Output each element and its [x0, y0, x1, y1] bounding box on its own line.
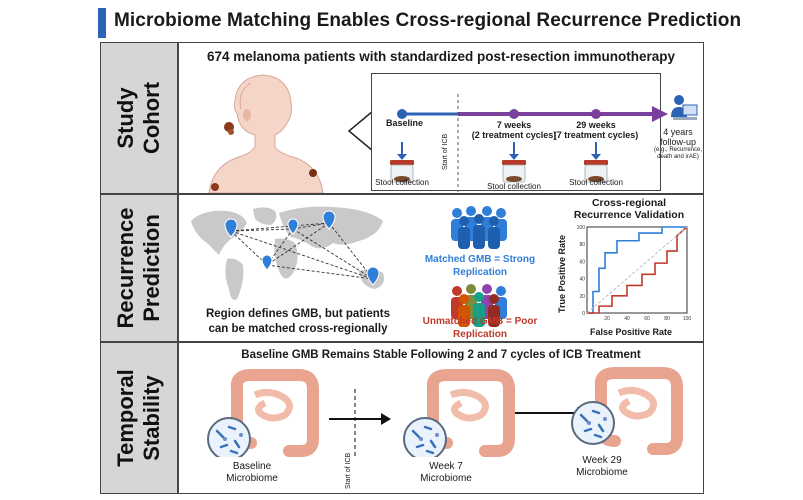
section-label-line: Stability [139, 375, 164, 461]
matched-text-line: Matched GMB = Strong [424, 254, 536, 265]
stool-jar-icon [502, 160, 526, 183]
microbiome-magnifier-icon [403, 417, 447, 457]
roc-ytick-label: 100 [577, 225, 586, 231]
roc-xtick-label: 60 [644, 316, 650, 322]
microbiome-magnifier-icon [207, 417, 251, 457]
gut1-label-line: Baseline [232, 461, 272, 472]
section-label-line: Study [113, 87, 138, 149]
matched-people-icon [451, 206, 507, 249]
intestine-icon [594, 367, 683, 455]
roc-title-line: Recurrence Validation [573, 209, 685, 221]
roc-xtick-label: 20 [604, 316, 610, 322]
map-pin-icon [261, 254, 273, 271]
microbiome-magnifier-icon [571, 401, 615, 445]
stool-jar-icon [390, 160, 414, 183]
roc-chart: 100 80 60 40 20 0 20 40 60 80 100 [577, 225, 692, 322]
section-label-line: Temporal [113, 369, 138, 467]
section-label-line: Cohort [139, 81, 164, 155]
timeline-graphic [390, 94, 668, 192]
section-label-temporal-stability: Temporal Stability [100, 342, 178, 494]
unmatched-text-line: Unmatched GMB = Poor [422, 316, 538, 327]
section-label-line: Prediction [139, 214, 164, 322]
roc-ytick-label: 60 [579, 259, 585, 265]
stool-collection-label: Stool collection [569, 178, 623, 187]
cohort-heading: 674 melanoma patients with standardized … [206, 49, 676, 64]
panel-study-cohort: 674 melanoma patients with standardized … [178, 42, 704, 194]
gut2-label: Week 7 Microbiome [401, 461, 491, 485]
map-caption-line: Region defines GMB, but patients [205, 308, 390, 320]
roc-series-line [586, 226, 688, 314]
gut3-label-line: Week 29 [582, 455, 622, 466]
stool-jar-icon [584, 160, 608, 183]
roc-xtick-label: 80 [664, 316, 670, 322]
patient-illustration [208, 74, 324, 193]
unmatched-people-icon [451, 284, 507, 327]
roc-title-line: Cross-regional [591, 197, 667, 209]
unmatched-text: Unmatched GMB = Poor Replication [413, 315, 547, 341]
world-map-icon [191, 206, 384, 300]
stool-collection-label: Stool collection [487, 182, 541, 191]
matched-text-line: Replication [453, 267, 507, 278]
unmatched-text-line: Replication [453, 329, 507, 340]
gut2-label-line: Microbiome [420, 473, 472, 484]
timeline-week7: 7 weeks (2 treatment cycles) [468, 120, 560, 140]
followup-line: 4 years [663, 127, 693, 137]
map-caption: Region defines GMB, but patients can be … [183, 307, 413, 337]
map-pin-icon [322, 210, 336, 230]
gut2-label-line: Week 7 [429, 461, 463, 472]
section-label-study-cohort: Study Cohort [100, 42, 178, 194]
roc-title: Cross-regional Recurrence Validation [563, 197, 695, 221]
map-pin-icon [287, 218, 299, 235]
title-accent-bar [98, 8, 106, 38]
gut3-label-line: Microbiome [576, 467, 628, 478]
timeline-week29-line: (7 treatment cycles) [553, 130, 639, 140]
roc-series-line [587, 226, 687, 314]
gut1-label: Baseline Microbiome [207, 461, 297, 485]
figure-title: Microbiome Matching Enables Cross-region… [114, 10, 742, 31]
gut1-label-line: Microbiome [226, 473, 278, 484]
followup-line: (e.g., Recurrence, [653, 147, 703, 153]
timeline-week29: 29 weeks (7 treatment cycles) [550, 120, 642, 140]
timeline-week29-line: 29 weeks [576, 120, 616, 130]
roc-ytick-label: 40 [579, 277, 585, 283]
stability-heading: Baseline GMB Remains Stable Following 2 … [241, 349, 641, 361]
timeline-week7-line: 7 weeks [496, 120, 532, 130]
section-label-line: Recurrence [113, 207, 138, 329]
section-label-recurrence-prediction: Recurrence Prediction [100, 194, 178, 342]
timeline-start-icb: Start of ICB [442, 133, 449, 170]
gut3-label: Week 29 Microbiome [557, 455, 647, 479]
roc-xtick-label: 100 [683, 316, 692, 322]
timeline-baseline: Baseline [386, 118, 424, 128]
roc-ytick-label: 80 [579, 242, 585, 248]
stool-collection-label: Stool collection [375, 178, 429, 187]
followup-line: follow-up [659, 137, 697, 147]
map-pin-icon [224, 218, 238, 238]
panel-recurrence-prediction: Region defines GMB, but patients can be … [178, 194, 704, 342]
followup-line: death and irAE) [657, 154, 699, 160]
roc-xtick-label: 40 [624, 316, 630, 322]
timeline-week7-line: (2 treatment cycles) [471, 130, 557, 140]
roc-ytick-label: 0 [582, 311, 585, 317]
followup-text: 4 years follow-up (e.g., Recurrence, dea… [651, 127, 705, 161]
matched-text: Matched GMB = Strong Replication [413, 253, 547, 279]
map-pin-icon [366, 266, 380, 286]
stability-start-icb: Start of ICB [345, 452, 352, 489]
stability-graphic [207, 367, 683, 457]
panel-temporal-stability: Baseline GMB Remains Stable Following 2 … [178, 342, 704, 494]
timeline-box: Baseline Start of ICB 7 weeks (2 treatme… [371, 73, 668, 192]
roc-ylabel: True Positive Rate [557, 234, 567, 313]
roc-ytick-label: 20 [579, 294, 585, 300]
roc-xlabel: False Positive Rate [589, 327, 673, 337]
map-caption-line: can be matched cross-regionally [208, 323, 388, 335]
roc-series-line [587, 226, 688, 314]
doctor-computer-icon [671, 95, 698, 120]
